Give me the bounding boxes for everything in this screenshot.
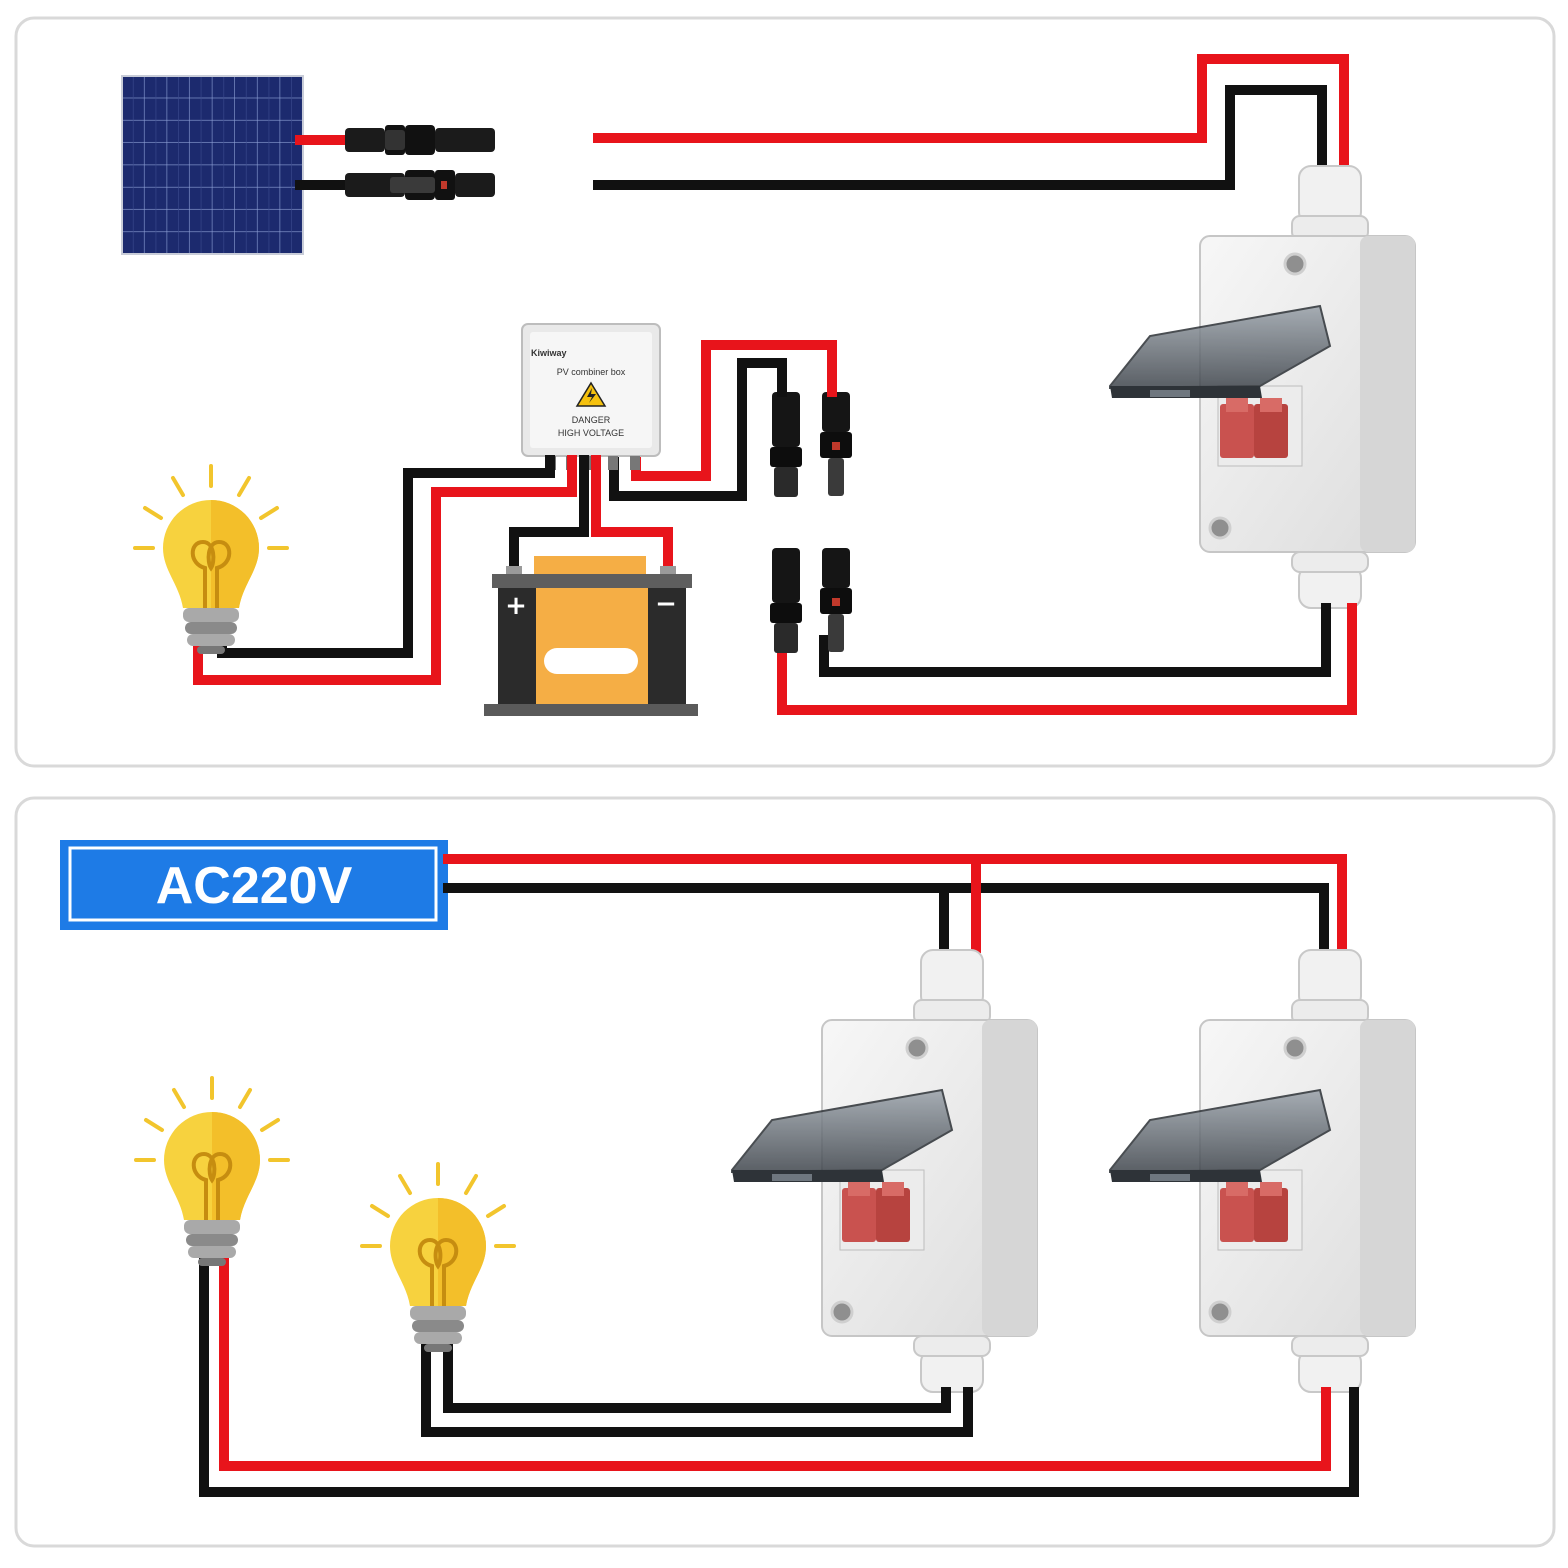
ac-circuit1-live-wire — [421, 1327, 973, 1437]
combiner-title-text: PV combiner box — [557, 367, 626, 377]
combiner-pv-positive-wire — [631, 340, 837, 481]
ac-voltage-label: AC220V — [60, 840, 448, 930]
combiner-warning-line1: DANGER — [572, 415, 611, 425]
ac-circuit2-live-wire — [219, 1249, 1331, 1471]
battery-positive-wire — [591, 455, 673, 575]
battery-negative-symbol: − — [655, 589, 677, 619]
ac-voltage-text: AC220V — [156, 857, 353, 915]
warning-icon — [575, 381, 607, 407]
isolator-to-combiner-positive — [777, 603, 1357, 715]
solar-panel-icon — [121, 75, 304, 255]
ac-neutral-main-wire — [443, 883, 1329, 953]
battery-icon: + − — [484, 556, 698, 716]
combiner-pv-negative-wire — [609, 358, 787, 501]
load-positive-wire — [193, 455, 577, 685]
dc-positive-wire — [593, 54, 1349, 165]
dc-negative-wire — [593, 85, 1327, 190]
ac-circuit2-neutral-wire — [199, 1249, 1359, 1497]
ac-circuit1-neutral-wire — [443, 1327, 951, 1413]
pv-combiner-box: Kiwiway PV combiner box DANGER HIGH VOLT… — [521, 323, 661, 470]
battery-negative-wire — [509, 455, 589, 575]
combiner-brand-text: Kiwiway — [531, 348, 567, 358]
combiner-warning-line2: HIGH VOLTAGE — [558, 428, 624, 438]
ac-live-main-wire — [443, 854, 1347, 953]
battery-positive-symbol: + — [505, 591, 527, 621]
isolator-to-combiner-negative — [819, 603, 1331, 677]
